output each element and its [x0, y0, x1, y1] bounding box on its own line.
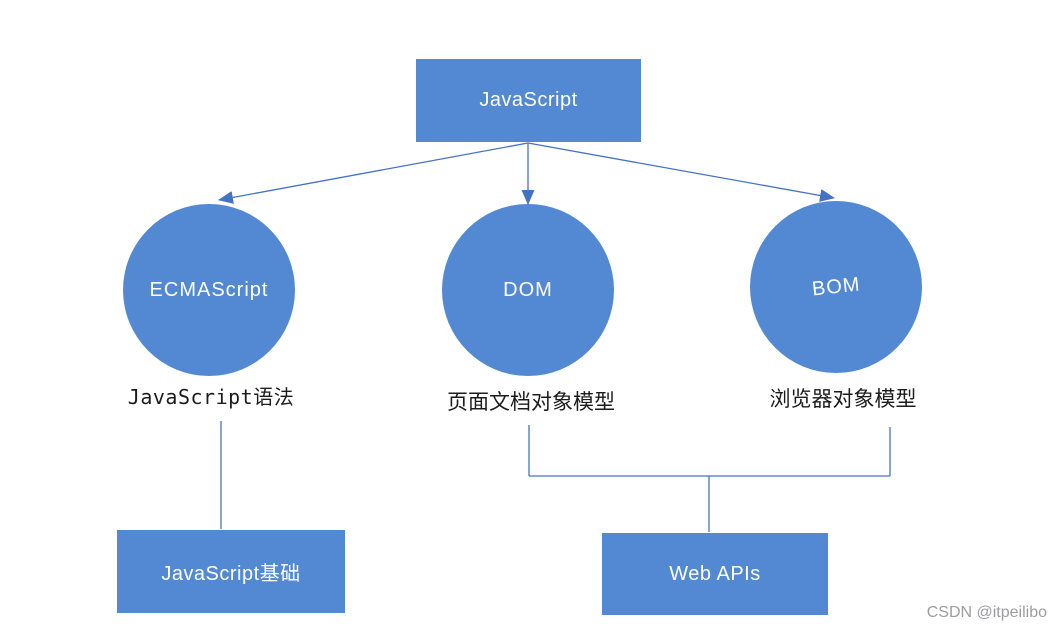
node-dom: DOM [442, 204, 614, 376]
node-dom-label: DOM [503, 278, 553, 301]
node-javascript: JavaScript [416, 59, 641, 142]
arrow-javascript-to-bom [527, 142, 835, 202]
node-javascript-label: JavaScript [479, 89, 578, 111]
caption-ecmascript: JavaScript语法 [127, 385, 295, 409]
node-web-apis-label: Web APIs [669, 562, 761, 585]
caption-dom: 页面文档对象模型 [447, 391, 615, 414]
node-ecmascript: ECMAScript [123, 204, 295, 376]
caption-bom: 浏览器对象模型 [769, 388, 917, 411]
arrow-javascript-to-ecmascript [218, 142, 529, 204]
node-bom-label: BOM [810, 273, 862, 300]
watermark: CSDN @itpeilibo [926, 604, 1047, 621]
node-js-basics-label: JavaScript基础 [161, 563, 301, 585]
node-ecmascript-label: ECMAScript [149, 278, 269, 301]
node-web-apis: Web APIs [602, 533, 828, 615]
node-js-basics: JavaScript基础 [117, 530, 345, 613]
node-bom: BOM [750, 201, 922, 373]
